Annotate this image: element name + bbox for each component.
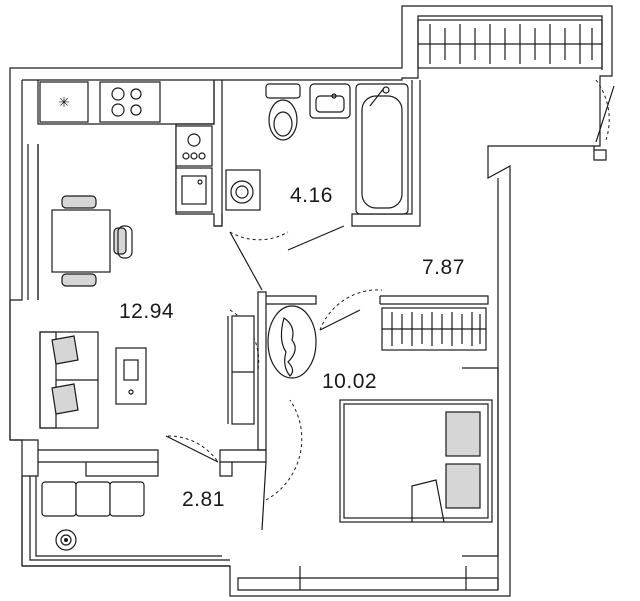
sofa: [39, 315, 255, 429]
doors: [165, 79, 615, 531]
hall-decor: [267, 305, 317, 379]
bathroom: [225, 83, 409, 215]
balcony-furniture: [41, 481, 145, 551]
inner-walls: [37, 80, 499, 557]
room-area-living: 12.94: [119, 300, 174, 323]
room-area-hallway: 7.87: [422, 256, 465, 279]
room-area-bedroom: 10.02: [322, 370, 377, 393]
bed: [339, 399, 493, 523]
room-area-bathroom: 4.16: [290, 184, 333, 207]
svg-text:✳: ✳: [58, 95, 70, 111]
loggia-window: [417, 19, 603, 69]
room-area-balcony: 2.81: [182, 488, 225, 511]
dining-set: [51, 195, 133, 287]
kitchen: ✳: [39, 81, 213, 213]
wardrobe: [381, 307, 487, 351]
